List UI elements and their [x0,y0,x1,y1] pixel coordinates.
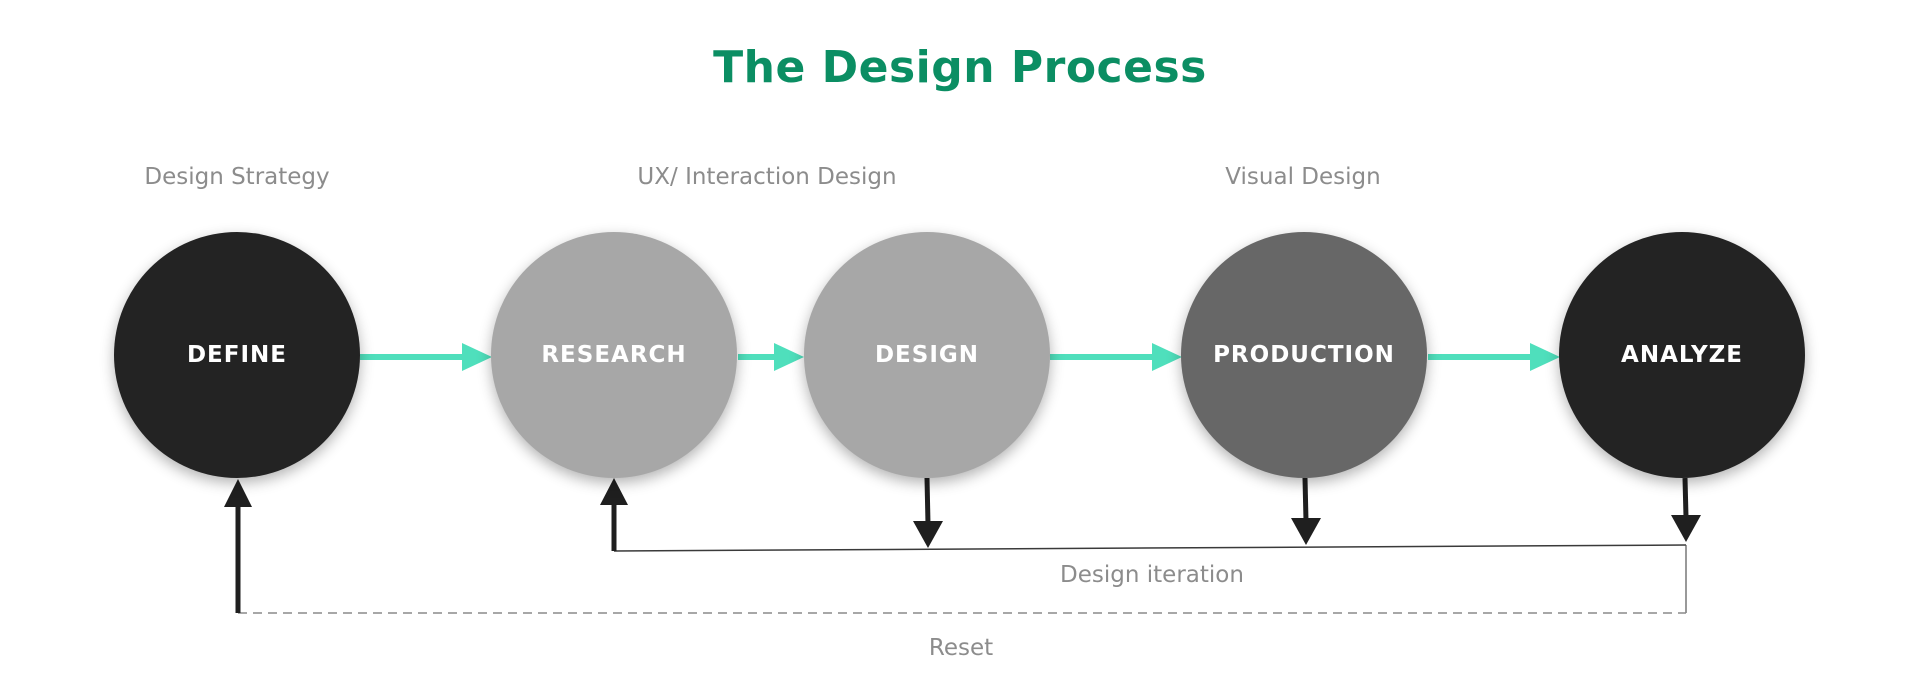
arrow-down-production [1291,518,1321,545]
group-label-visual-design: Visual Design [1225,164,1381,190]
arrow-down-design [913,521,943,548]
diagram-title: The Design Process [713,42,1207,93]
stage-design-label: DESIGN [874,342,980,368]
stage-production-label: PRODUCTION [1213,342,1395,368]
stage-production: PRODUCTION [1181,232,1427,478]
group-label-design-strategy: Design Strategy [144,164,330,190]
flow-arrow-production-analyze [1428,343,1560,371]
design-iteration-loop [600,477,1701,552]
arrow-up-define [224,479,252,507]
arrow-up-research [600,478,628,505]
arrow-down-analyze [1671,515,1701,542]
stage-define: DEFINE [114,232,360,478]
stage-research: RESEARCH [491,232,737,478]
stage-research-label: RESEARCH [541,342,687,368]
flow-arrow-define-research [360,343,492,371]
flow-arrow-research-design [738,343,804,371]
flow-arrow-design-production [1050,343,1182,371]
stage-design: DESIGN [804,232,1050,478]
design-iteration-label: Design iteration [1060,562,1244,588]
group-label-ux-interaction-design: UX/ Interaction Design [637,164,897,190]
stage-analyze: ANALYZE [1559,232,1805,478]
reset-label: Reset [928,635,994,661]
stage-analyze-label: ANALYZE [1621,342,1743,368]
reset-loop [224,479,1687,614]
stage-define-label: DEFINE [186,342,288,368]
